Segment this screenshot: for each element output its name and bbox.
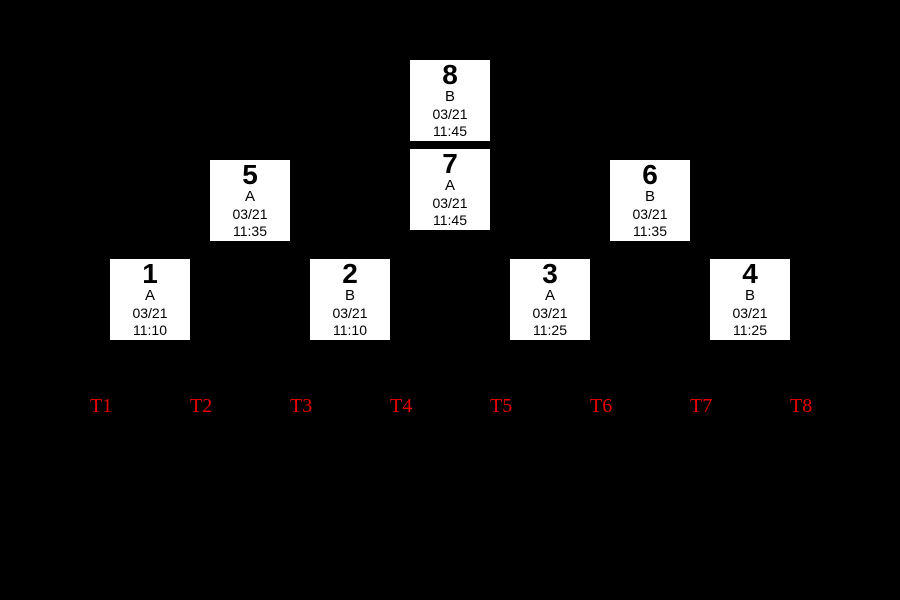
match-group: A <box>444 177 455 194</box>
match-box-6[interactable]: 6 B 03/21 11:35 <box>610 160 690 241</box>
match-number: 7 <box>442 148 458 179</box>
match-date: 03/21 <box>132 305 168 321</box>
match-time: 11:10 <box>333 322 367 338</box>
match-number: 8 <box>442 59 458 90</box>
match-time: 11:35 <box>633 223 667 239</box>
match-number: 1 <box>142 258 158 289</box>
court-label-t5: T5 <box>490 395 513 417</box>
match-time: 11:35 <box>233 223 267 239</box>
match-box-8[interactable]: 8 B 03/21 11:45 <box>410 60 490 141</box>
match-box-4[interactable]: 4 B 03/21 11:25 <box>710 259 790 340</box>
match-date: 03/21 <box>232 206 268 222</box>
match-time: 11:25 <box>533 322 567 338</box>
match-date: 03/21 <box>532 305 568 321</box>
match-box-7[interactable]: 7 A 03/21 11:45 <box>410 149 490 230</box>
court-label-t4: T4 <box>390 395 413 417</box>
match-box-5[interactable]: 5 A 03/21 11:35 <box>210 160 290 241</box>
match-group: A <box>144 287 155 304</box>
court-label-t2: T2 <box>190 395 213 417</box>
court-label-t7: T7 <box>690 395 713 417</box>
match-group: B <box>744 287 755 304</box>
court-label-t8: T8 <box>790 395 813 417</box>
match-number: 6 <box>642 159 658 190</box>
match-number: 2 <box>342 258 358 289</box>
match-box-1[interactable]: 1 A 03/21 11:10 <box>110 259 190 340</box>
court-label-t1: T1 <box>90 395 113 417</box>
match-number: 5 <box>242 159 258 190</box>
match-time: 11:10 <box>133 322 167 338</box>
match-date: 03/21 <box>432 195 468 211</box>
match-number: 4 <box>742 258 758 289</box>
match-group: A <box>544 287 555 304</box>
match-group: B <box>444 88 455 105</box>
match-date: 03/21 <box>732 305 768 321</box>
match-date: 03/21 <box>632 206 668 222</box>
match-time: 11:45 <box>433 212 467 228</box>
match-date: 03/21 <box>432 106 468 122</box>
court-label-t6: T6 <box>590 395 613 417</box>
court-label-t3: T3 <box>290 395 313 417</box>
match-group: B <box>644 188 655 205</box>
match-box-3[interactable]: 3 A 03/21 11:25 <box>510 259 590 340</box>
match-time: 11:25 <box>733 322 767 338</box>
match-time: 11:45 <box>433 123 467 139</box>
match-number: 3 <box>542 258 558 289</box>
match-box-2[interactable]: 2 B 03/21 11:10 <box>310 259 390 340</box>
match-group: A <box>244 188 255 205</box>
match-group: B <box>344 287 355 304</box>
match-date: 03/21 <box>332 305 368 321</box>
